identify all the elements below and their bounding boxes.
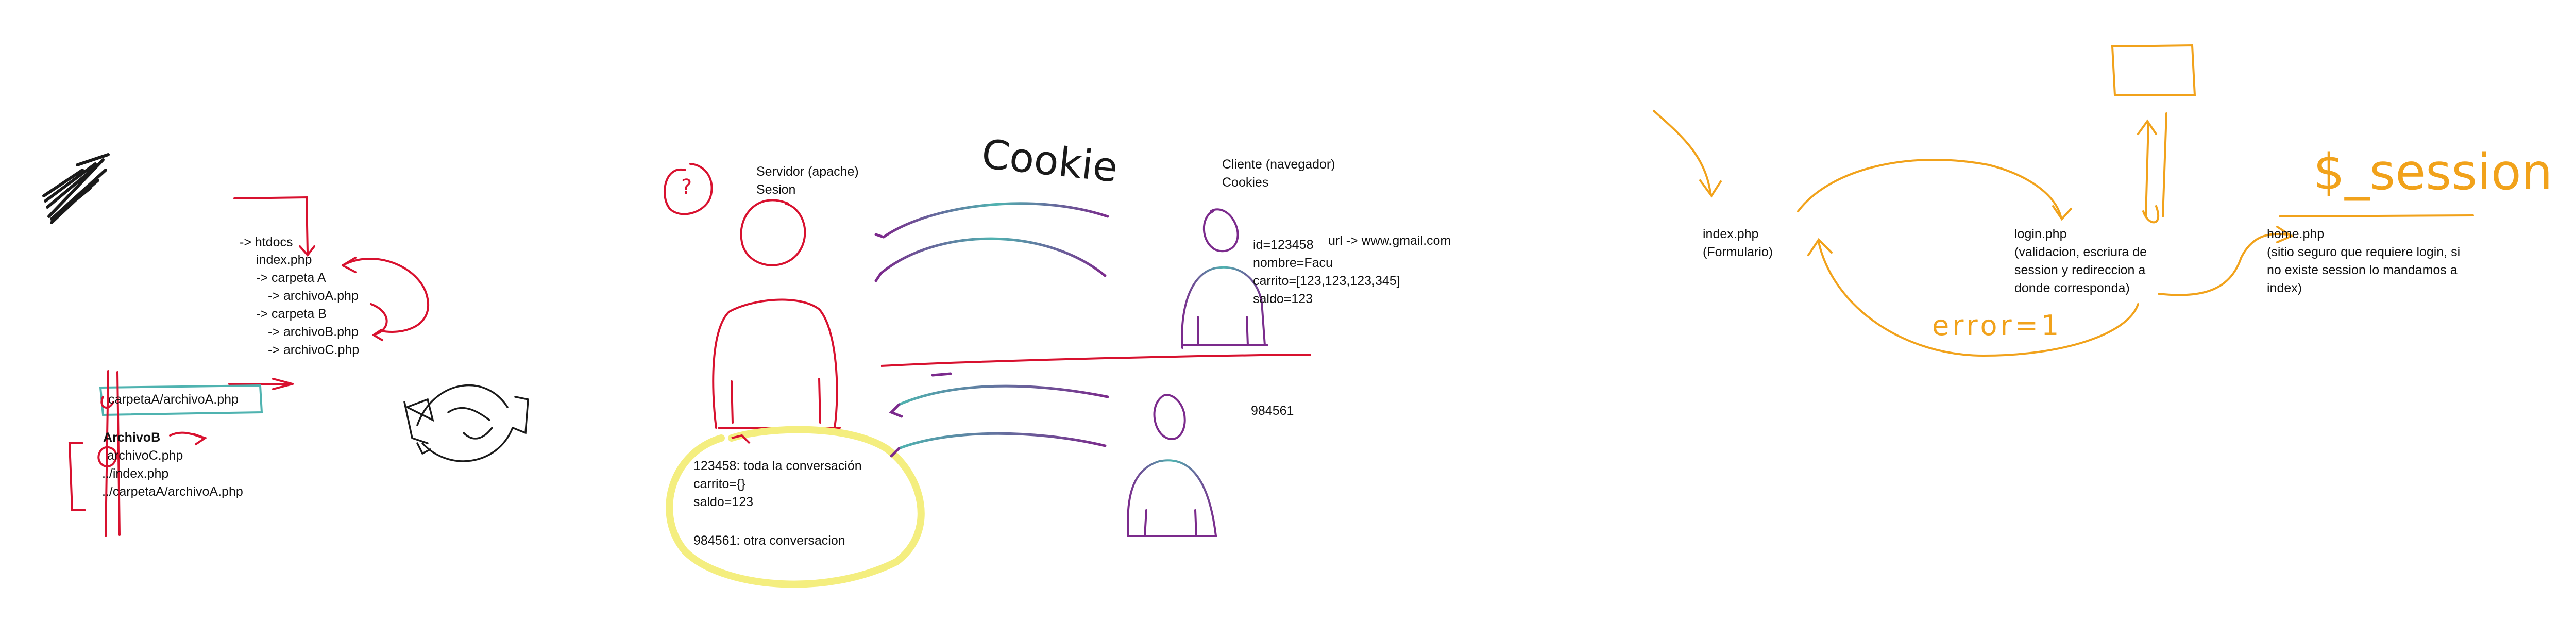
client2-id: 984561 bbox=[1251, 404, 1294, 418]
flow-home-desc-1: (sitio seguro que requiere login, si bbox=[2267, 245, 2461, 259]
session-highlight bbox=[666, 426, 925, 588]
tree-archivo-b: -> archivoB.php bbox=[268, 325, 359, 339]
server-label: Servidor (apache) bbox=[756, 164, 859, 179]
path-boxed: carpetaA/archivoA.php bbox=[108, 392, 239, 407]
tree-carpeta-a: -> carpeta A bbox=[256, 271, 326, 285]
path-heading: ArchivoB bbox=[103, 430, 161, 445]
session-2: 984561: otra conversacion bbox=[693, 533, 845, 548]
server-figure bbox=[664, 163, 841, 429]
client-cookies-label: Cookies bbox=[1222, 175, 1269, 190]
flow-arrows bbox=[1653, 44, 2474, 357]
scribble-mark bbox=[42, 153, 110, 224]
flow-login-desc-3: donde corresponda) bbox=[2014, 281, 2130, 295]
cookie-carrito: carrito=[123,123,123,345] bbox=[1253, 274, 1400, 288]
tree-htdocs: -> htdocs bbox=[240, 235, 293, 249]
tree-archivo-c: -> archivoC.php bbox=[268, 343, 360, 357]
tree-index: index.php bbox=[256, 253, 312, 267]
flow-index-sub: (Formulario) bbox=[1703, 245, 1773, 259]
session-1-carrito: carrito={} bbox=[693, 477, 745, 491]
divider-line bbox=[880, 354, 1312, 367]
error-label: error=1 bbox=[1932, 309, 2062, 342]
flow-index: index.php bbox=[1703, 227, 1759, 241]
request-arrows bbox=[874, 202, 1109, 458]
flow-home: home.php bbox=[2267, 227, 2325, 241]
server-session-label: Sesion bbox=[756, 182, 796, 197]
flow-login: login.php bbox=[2014, 227, 2067, 241]
question-mark: ? bbox=[681, 175, 692, 199]
path-line-1: archivoC.php bbox=[107, 448, 183, 463]
path-line-3: ../carpetaA/archivoA.php bbox=[102, 484, 243, 499]
client-label: Cliente (navegador) bbox=[1222, 157, 1335, 172]
cookie-url: url -> www.gmail.com bbox=[1328, 233, 1451, 248]
path-box-strokes bbox=[68, 370, 263, 537]
flow-login-desc-1: (validacion, escriura de bbox=[2014, 245, 2147, 259]
cookie-saldo: saldo=123 bbox=[1253, 292, 1313, 306]
session-1: 123458: toda la conversación bbox=[693, 459, 862, 473]
sync-icon bbox=[403, 384, 529, 462]
flow-home-desc-2: no existe session lo mandamos a bbox=[2267, 263, 2458, 277]
tree-arrows bbox=[228, 196, 430, 390]
session-var-label: $_session bbox=[2313, 143, 2553, 201]
flow-home-desc-3: index) bbox=[2267, 281, 2302, 295]
flow-login-desc-2: session y redireccion a bbox=[2014, 263, 2146, 277]
tree-archivo-a: -> archivoA.php bbox=[268, 289, 359, 303]
cookie-id: id=123458 bbox=[1253, 238, 1314, 252]
client-figures bbox=[1127, 208, 1268, 537]
tree-carpeta-b: -> carpeta B bbox=[256, 307, 327, 321]
session-1-saldo: saldo=123 bbox=[693, 495, 754, 509]
path-line-2: ../index.php bbox=[102, 466, 169, 481]
cookie-nombre: nombre=Facu bbox=[1253, 256, 1333, 270]
